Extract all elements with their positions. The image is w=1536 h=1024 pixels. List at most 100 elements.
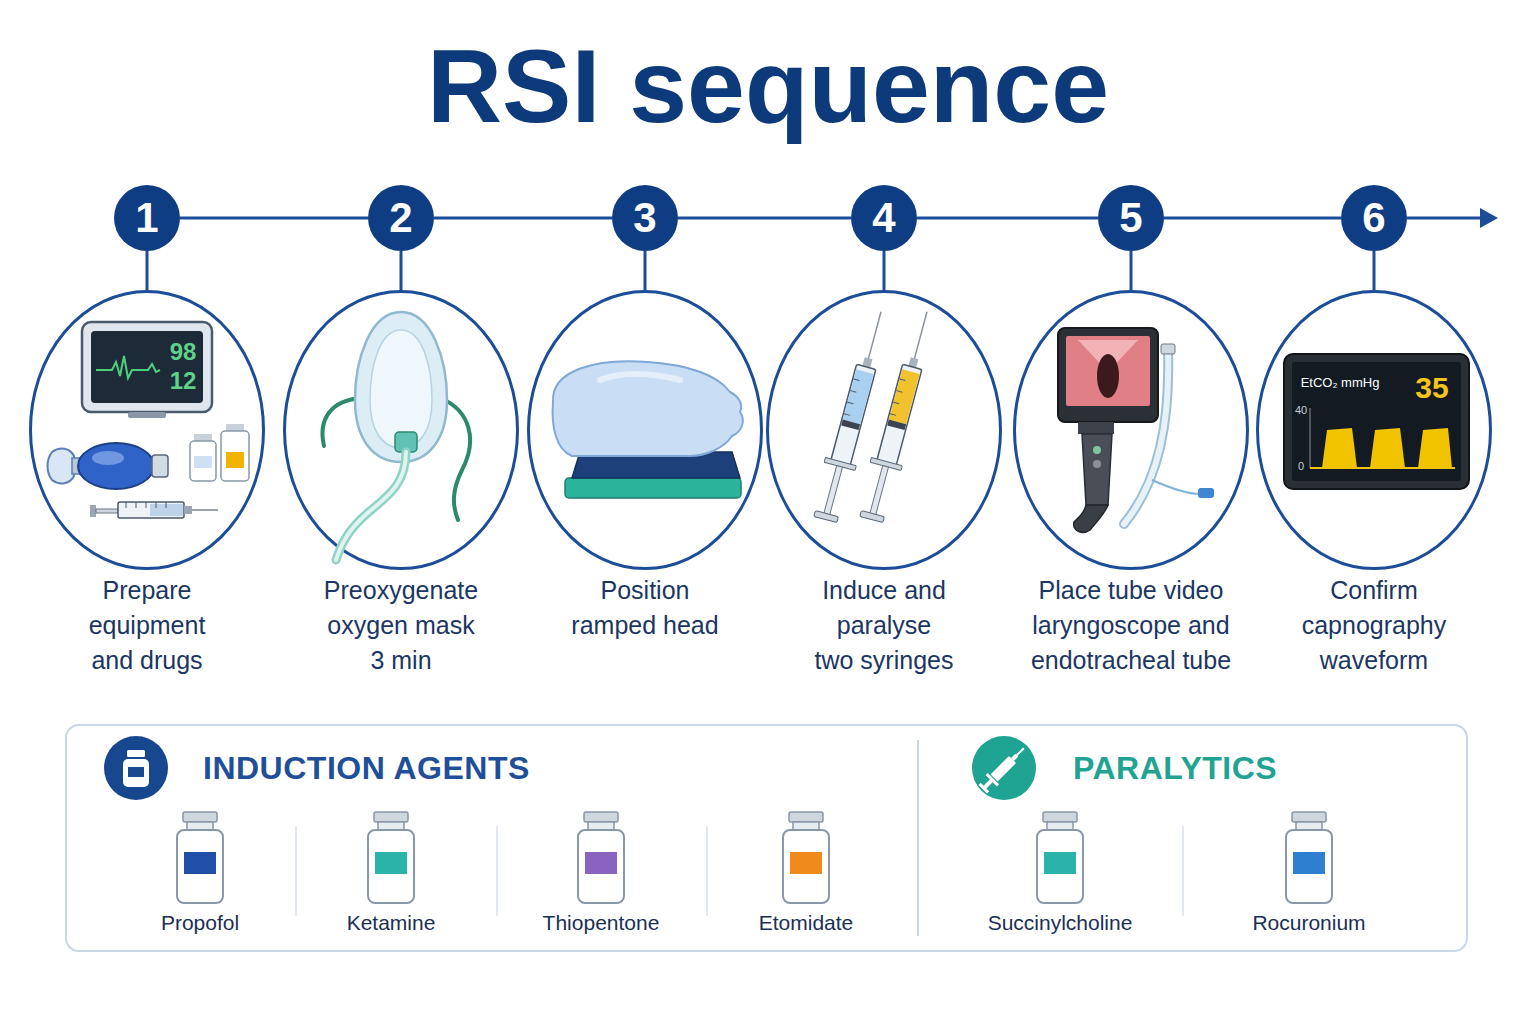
vial-label bbox=[1293, 852, 1325, 874]
induction-syringe-part bbox=[862, 357, 872, 368]
vial-cap bbox=[789, 812, 823, 822]
paralytic-syringe-part bbox=[899, 379, 906, 381]
diagram-title: RSI sequence bbox=[0, 26, 1536, 146]
induction-syringe-part bbox=[824, 457, 856, 470]
oxygen-mask-part bbox=[440, 398, 470, 520]
ramped-head bbox=[553, 361, 743, 498]
syringe-icon-part bbox=[972, 736, 1036, 800]
induction-syringe-part bbox=[814, 511, 839, 523]
step-circle-outline bbox=[29, 290, 265, 570]
timeline-tail-part bbox=[1406, 217, 1484, 220]
step-number: 4 bbox=[851, 185, 917, 251]
syringe-part bbox=[184, 506, 192, 514]
syringe-icon-part-part bbox=[983, 778, 994, 789]
bag-valve-mask-part bbox=[78, 443, 154, 489]
induction-syringe-part bbox=[824, 466, 843, 516]
paralytic-syringe-part bbox=[892, 402, 899, 404]
timeline-tail bbox=[1406, 208, 1498, 228]
vial-label bbox=[790, 852, 822, 874]
vial-cap bbox=[1292, 812, 1326, 822]
vial-cap bbox=[183, 812, 217, 822]
syringe-part bbox=[118, 502, 184, 518]
drug-panel: INDUCTION AGENTSPARALYTICSPropofolKetami… bbox=[65, 724, 1468, 952]
bag-valve-mask-part bbox=[92, 451, 124, 465]
step-circle: Induce and paralyse two syringes bbox=[766, 290, 1002, 570]
paralytic-syringe-part bbox=[914, 312, 927, 360]
vial-neck bbox=[1296, 822, 1322, 830]
bag-valve-mask-part bbox=[72, 458, 82, 474]
drug-vial: Rocuronium bbox=[1234, 810, 1384, 940]
panel-divider-part bbox=[917, 740, 919, 936]
video-laryngoscope-part bbox=[1058, 328, 1158, 422]
oxygen-mask-part bbox=[395, 432, 417, 452]
step-circle-shape bbox=[31, 292, 264, 569]
paralytic-syringe-part bbox=[896, 390, 903, 392]
syringe-part bbox=[166, 502, 167, 508]
vial-cap bbox=[374, 812, 408, 822]
timeline-connector bbox=[1164, 217, 1341, 220]
step-number-text: 1 bbox=[135, 197, 158, 239]
vial-shape bbox=[985, 810, 1135, 906]
timeline-connector bbox=[180, 217, 368, 220]
paralytic-syringe-part bbox=[889, 414, 896, 416]
vial-body bbox=[783, 830, 829, 903]
bottle-icon-part bbox=[128, 767, 144, 777]
patient-monitor-part bbox=[82, 322, 212, 412]
bottle-icon-part bbox=[127, 750, 145, 757]
ramped-head-part bbox=[553, 361, 743, 456]
paralytic-syringe-part bbox=[889, 369, 920, 424]
video-laryngoscope-part bbox=[1066, 336, 1150, 406]
ramped-head-part bbox=[565, 478, 741, 498]
drug-name: Etomidate bbox=[701, 910, 911, 936]
step-number-text: 3 bbox=[633, 197, 656, 239]
syringe-icon-part-part bbox=[979, 783, 990, 794]
step-circle-outline bbox=[1013, 290, 1249, 570]
video-laryngoscope bbox=[1058, 328, 1158, 532]
ramped-head-part bbox=[600, 374, 680, 380]
vial-label bbox=[375, 852, 407, 874]
syringe-icon-part-part bbox=[991, 756, 1016, 781]
step-number: 6 bbox=[1341, 185, 1407, 251]
paralytic-syringe-part bbox=[870, 466, 889, 516]
panel-heading: PARALYTICS bbox=[1073, 748, 1277, 788]
endotracheal-tube-part bbox=[1198, 488, 1214, 498]
panel-divider-part bbox=[295, 826, 297, 916]
step-number-text: 2 bbox=[389, 197, 412, 239]
drug-vial bbox=[190, 424, 249, 481]
step-circle-shape bbox=[1015, 292, 1248, 569]
drug-name: Ketamine bbox=[286, 910, 496, 936]
step-number-text: 4 bbox=[872, 197, 895, 239]
syringe-part bbox=[126, 502, 127, 508]
step-circle-shape bbox=[529, 292, 762, 569]
paralytic-syringe bbox=[856, 308, 943, 524]
induction-syringe-part bbox=[831, 364, 876, 466]
syringe-icon-part bbox=[977, 743, 1029, 795]
syringe-icon bbox=[972, 736, 1036, 800]
vial-body bbox=[1286, 830, 1332, 903]
timeline-connector bbox=[883, 251, 886, 290]
bag-valve-mask bbox=[48, 443, 169, 489]
drug-vial: Ketamine bbox=[316, 810, 466, 940]
ramped-head-part bbox=[572, 452, 740, 478]
induction-syringe-part bbox=[868, 312, 881, 360]
vial-label bbox=[585, 852, 617, 874]
video-laryngoscope-part bbox=[1082, 434, 1112, 505]
vial-neck bbox=[588, 822, 614, 830]
timeline-connector bbox=[400, 251, 403, 290]
panel-divider-part bbox=[706, 826, 708, 916]
drug-vial: Propofol bbox=[125, 810, 275, 940]
vial-label bbox=[1044, 852, 1076, 874]
drug-name: Thiopentone bbox=[496, 910, 706, 936]
paralytic-syringe-part bbox=[908, 357, 918, 368]
step-number: 3 bbox=[612, 185, 678, 251]
vial-cap bbox=[584, 812, 618, 822]
drug-vial-part bbox=[194, 456, 212, 468]
timeline-connector bbox=[1130, 251, 1133, 290]
drug-vial: Succinylcholine bbox=[985, 810, 1135, 940]
endotracheal-tube-part bbox=[1161, 344, 1175, 354]
step-circle-shape bbox=[285, 292, 518, 569]
bottle-icon-part bbox=[104, 736, 168, 800]
drug-name: Rocuronium bbox=[1204, 910, 1414, 936]
timeline-connector bbox=[678, 217, 851, 220]
